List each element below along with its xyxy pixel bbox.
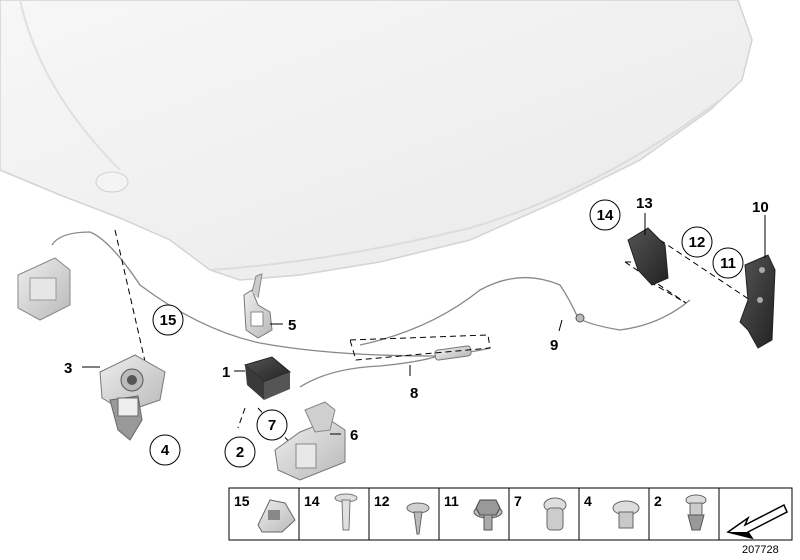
strip-label-11: 11 [444,493,459,509]
parts-strip: 15 14 12 11 7 4 2 [228,487,793,541]
hex-bolt-icon [612,500,640,529]
pull-handle [243,273,273,339]
callout-13: 13 [636,195,653,212]
callout-15: 15 [160,312,177,329]
diagram-code: 207728 [742,544,779,556]
strip-label-15: 15 [234,493,250,509]
hood-contact-switch [243,356,291,400]
strip-label-14: 14 [304,493,320,509]
callout-10: 10 [752,199,769,216]
callout-9: 9 [550,337,558,354]
callout-3: 3 [64,360,72,377]
callout-14: 14 [597,207,614,224]
hood-hinge [627,227,776,349]
callout-7: 7 [268,417,276,434]
guide-lines [114,229,751,446]
cable-holder [434,313,585,361]
hood-lock [274,401,346,481]
engine-hood [0,0,753,281]
strip-label-2: 2 [654,493,662,509]
callout-5: 5 [288,317,296,334]
circled-callouts: 15 4 2 7 14 12 11 [149,199,744,468]
clip-icon [257,499,296,533]
callout-6: 6 [350,427,358,444]
safety-catch [99,354,166,441]
callout-8: 8 [410,385,418,402]
sheet-metal-screw-icon [406,502,430,535]
callout-2: 2 [236,444,244,461]
hex-screw-with-washer-icon [473,499,503,531]
callout-11: 11 [720,255,736,272]
callout-leaders [82,213,766,435]
left-mounting-bracket [17,257,71,321]
strip-label-4: 4 [584,493,592,509]
strip-label-7: 7 [514,493,522,509]
expansion-rivet-icon [334,493,358,531]
callout-numbers: 1 3 5 6 8 9 10 13 [64,195,769,444]
rivet-nut-icon [685,494,707,531]
direction-arrow-icon [726,503,788,540]
callout-12: 12 [689,234,706,251]
callout-4: 4 [161,442,170,459]
torx-screw-icon [543,497,567,531]
callout-1: 1 [222,364,230,381]
strip-label-12: 12 [374,493,390,509]
